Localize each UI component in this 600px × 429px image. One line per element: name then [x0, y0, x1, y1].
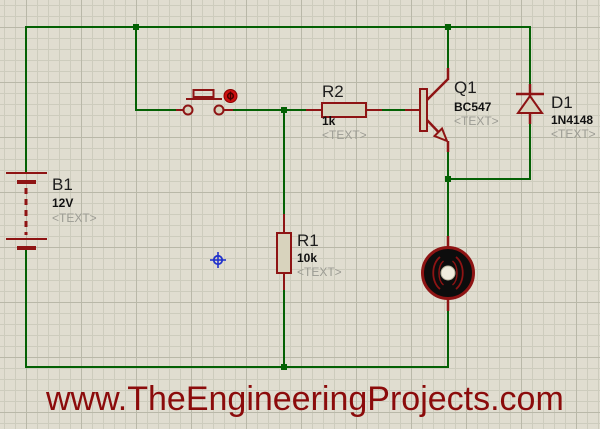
junction-dot	[281, 107, 287, 113]
transistor-q1-symbol[interactable]	[405, 68, 450, 152]
battery-ref-label: B1	[52, 175, 73, 194]
emitter-arrow	[432, 126, 449, 143]
junction-dot	[133, 24, 139, 30]
button-terminal-left	[182, 104, 194, 116]
motor-brush-right-inner	[451, 260, 458, 286]
r2-text-placeholder: <TEXT>	[322, 128, 367, 142]
r1-value-label: 10k	[297, 251, 318, 265]
watermark-text: www.TheEngineeringProjects.com	[46, 380, 564, 418]
r1-text-placeholder: <TEXT>	[297, 265, 342, 279]
junction-dot	[445, 176, 451, 182]
d1-value-label: 1N4148	[551, 113, 594, 127]
resistor-r1-symbol[interactable]	[276, 214, 292, 290]
button-terminal-right	[213, 104, 225, 116]
junction-dot	[281, 364, 287, 370]
pushbutton-symbol[interactable]	[176, 89, 233, 116]
d1-ref-label: D1	[551, 93, 573, 112]
battery-text-placeholder: <TEXT>	[52, 211, 97, 225]
q1-value-label: BC547	[454, 100, 492, 114]
motor-brush-right	[455, 256, 464, 290]
r2-value-label: 1k	[322, 114, 336, 128]
r1-ref-label: R1	[297, 231, 319, 250]
battery-symbol[interactable]	[6, 172, 47, 250]
motor-brush-left	[432, 256, 441, 290]
junction-dot	[445, 24, 451, 30]
diode-triangle	[516, 94, 544, 114]
battery-value-label: 12V	[52, 196, 74, 210]
transistor-base-bar	[419, 88, 428, 132]
junction-dots	[133, 24, 451, 370]
motor-symbol[interactable]	[421, 236, 475, 311]
r2-ref-label: R2	[322, 82, 344, 101]
button-cap	[192, 89, 215, 98]
motor-brush-left-inner	[438, 260, 445, 286]
q1-text-placeholder: <TEXT>	[454, 114, 499, 128]
d1-text-placeholder: <TEXT>	[551, 127, 596, 141]
resistor-r2-symbol[interactable]	[306, 102, 382, 118]
diode-d1-symbol[interactable]	[516, 84, 544, 124]
q1-ref-label: Q1	[454, 78, 477, 97]
button-actuator-icon[interactable]	[223, 89, 238, 103]
origin-marker-icon	[210, 252, 226, 268]
motor-shaft	[440, 265, 456, 281]
